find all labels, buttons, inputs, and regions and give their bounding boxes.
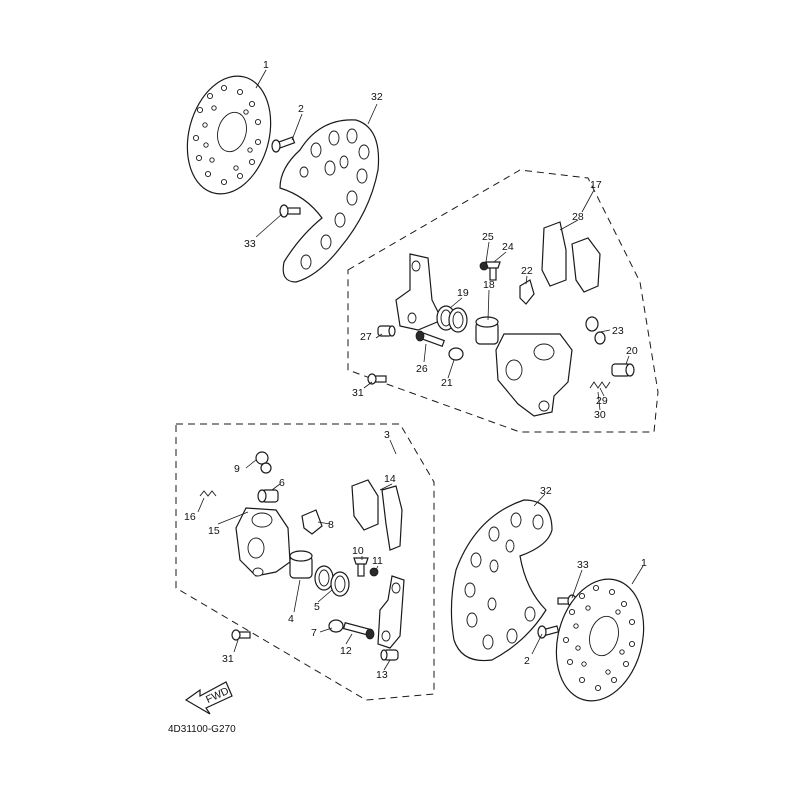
spring-30 — [589, 381, 611, 389]
callout-18: 18 — [483, 279, 495, 291]
callout-24: 24 — [502, 241, 514, 253]
callout-7: 7 — [311, 627, 317, 639]
bleeder-23 — [585, 316, 606, 345]
callout-29: 29 — [596, 395, 608, 407]
guard-bolt-top — [279, 204, 301, 218]
callout-31-bottom: 31 — [222, 653, 234, 665]
callout-12: 12 — [340, 645, 352, 657]
callout-2-bottom: 2 — [524, 655, 530, 667]
callout-2-top: 2 — [298, 103, 304, 115]
callout-19: 19 — [457, 287, 469, 299]
callout-17: 17 — [590, 179, 602, 191]
caliper-assembly-frame-bottom — [175, 423, 435, 701]
caliper-bolt-top — [367, 373, 387, 385]
bleed-screw-10 — [353, 557, 369, 577]
callout-32-top: 32 — [371, 91, 383, 103]
brake-pads-top — [541, 221, 601, 293]
callout-26: 26 — [416, 363, 428, 375]
callout-labels: 1 2 32 33 17 28 25 24 22 19 18 23 27 20 … — [184, 59, 647, 681]
callout-11: 11 — [372, 555, 383, 567]
disc-bolt-top — [271, 136, 296, 153]
callout-28: 28 — [572, 211, 584, 223]
caliper-assembly-frame-top — [347, 169, 659, 433]
pin-20 — [611, 363, 635, 377]
callout-33-top: 33 — [244, 238, 256, 250]
leader-lines — [197, 69, 644, 671]
drawing-code: 4D31100-G270 — [168, 724, 236, 735]
callout-22: 22 — [521, 265, 533, 277]
piston-seals-bottom — [314, 565, 350, 597]
callout-1-bottom: 1 — [641, 557, 647, 569]
disc-guard-bottom — [450, 499, 553, 662]
disc-guard-top — [279, 119, 380, 283]
callout-6: 6 — [279, 477, 285, 489]
callout-30: 30 — [594, 409, 606, 421]
pin-bolt-26 — [415, 330, 446, 348]
callout-16: 16 — [184, 511, 196, 523]
fwd-arrow-icon: FWD — [184, 681, 233, 715]
caliper-body-bottom — [235, 507, 291, 577]
sleeve-27 — [377, 325, 396, 337]
callout-8: 8 — [328, 519, 334, 531]
caliper-bracket-bottom — [377, 575, 405, 649]
bleeder-9 — [255, 451, 272, 474]
brake-disc-top — [186, 75, 272, 195]
boot-21 — [448, 347, 464, 361]
bleed-screw-24 — [485, 261, 501, 281]
caliper-bracket-top — [395, 253, 443, 331]
pin-bolt-12 — [342, 622, 375, 640]
piston-seals-top — [436, 305, 468, 333]
callout-33-bottom: 33 — [577, 559, 589, 571]
pin-6 — [257, 489, 279, 503]
callout-27: 27 — [360, 331, 372, 343]
caliper-body-top — [495, 333, 573, 417]
boot-7 — [328, 619, 344, 633]
brake-disc-bottom — [555, 578, 645, 702]
callout-21: 21 — [441, 377, 453, 389]
callout-23: 23 — [612, 325, 624, 337]
brake-pads-bottom — [351, 479, 403, 551]
callout-25: 25 — [482, 231, 494, 243]
piston-bottom — [289, 550, 313, 579]
callout-9: 9 — [234, 463, 240, 475]
spring-16 — [199, 490, 217, 497]
pad-spring-8 — [301, 509, 323, 535]
callout-3: 3 — [384, 429, 390, 441]
sleeve-13 — [380, 649, 399, 661]
callout-15: 15 — [208, 525, 220, 537]
piston-top — [475, 316, 499, 345]
callout-32-bottom: 32 — [540, 485, 552, 497]
pad-spring-22 — [519, 279, 535, 305]
callout-13: 13 — [376, 669, 388, 681]
callout-31-top: 31 — [352, 387, 364, 399]
disc-bolt-bottom — [537, 625, 560, 639]
callout-4: 4 — [288, 613, 294, 625]
callout-5: 5 — [314, 601, 320, 613]
callout-1-top: 1 — [263, 59, 269, 71]
callout-10: 10 — [352, 545, 364, 557]
callout-14: 14 — [384, 473, 396, 485]
caliper-bolt-bottom — [231, 629, 251, 641]
callout-20: 20 — [626, 345, 638, 357]
